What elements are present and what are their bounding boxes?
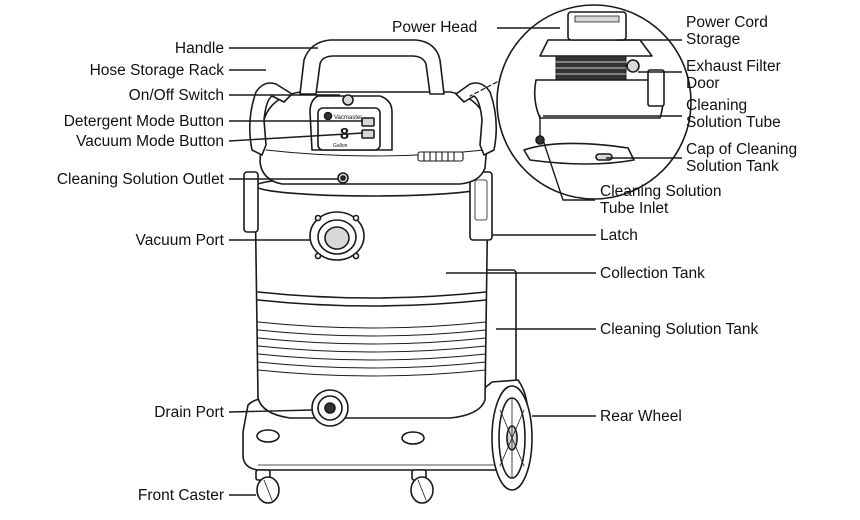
front-caster-left: [255, 469, 280, 504]
label-power-cord-storage: Power Cord Storage: [686, 14, 768, 48]
label-cleaning-solution-tube-line1: Cleaning: [686, 97, 748, 114]
leader-lines: [228, 27, 682, 496]
capacity-unit: Gallon: [333, 143, 348, 149]
label-power-cord-storage-line2: Storage: [686, 31, 741, 48]
collection-tank-shape: [254, 175, 489, 419]
label-exhaust-filter-door-line1: Exhaust Filter: [686, 58, 781, 75]
latch-left: [243, 171, 259, 233]
label-handle: Handle: [174, 40, 224, 57]
label-cleaning-solution-tank: Cleaning Solution Tank: [600, 321, 759, 338]
label-cleaning-solution-tube-line2: Solution Tube: [686, 114, 781, 131]
front-caster-right: [410, 469, 434, 504]
label-exhaust-filter-door-line2: Door: [686, 75, 720, 92]
exhaust-vents: [417, 151, 464, 162]
vacuum-port-shape: [309, 211, 365, 261]
label-rear-wheel: Rear Wheel: [600, 408, 682, 425]
label-power-head: Power Head: [392, 19, 478, 36]
label-hose-storage-rack: Hose Storage Rack: [89, 62, 224, 79]
drain-port-shape: [311, 389, 349, 427]
cleaning-solution-outlet-shape: [337, 172, 349, 184]
handle-shape: [299, 39, 445, 95]
label-cleaning-solution-tube-inlet-line2: Tube Inlet: [600, 200, 669, 217]
label-front-caster: Front Caster: [137, 487, 224, 504]
hose-storage-rack-right: [455, 82, 498, 156]
label-power-cord-storage-line1: Power Cord: [686, 14, 768, 31]
label-cleaning-solution-tube: Cleaning Solution Tube: [686, 97, 781, 131]
label-drain-port: Drain Port: [154, 404, 224, 421]
label-vacuum-mode-button: Vacuum Mode Button: [76, 133, 224, 150]
label-exhaust-filter-door: Exhaust Filter Door: [686, 58, 781, 92]
label-collection-tank: Collection Tank: [600, 265, 705, 282]
label-cleaning-solution-tube-inlet: Cleaning Solution Tube Inlet: [600, 183, 722, 217]
label-cleaning-solution-outlet: Cleaning Solution Outlet: [56, 171, 224, 188]
brand-logo-text: Vacmaster: [334, 115, 362, 121]
label-latch: Latch: [600, 227, 638, 244]
label-cleaning-solution-tube-inlet-line1: Cleaning Solution: [600, 183, 722, 200]
rear-wheel-shape: [491, 385, 533, 491]
label-vacuum-port: Vacuum Port: [135, 232, 224, 249]
latch-right: [469, 171, 493, 241]
label-cap-cleaning-solution-tank: Cap of Cleaning Solution Tank: [686, 141, 797, 175]
label-on-off-switch: On/Off Switch: [128, 87, 224, 104]
label-cap-cleaning-solution-tank-line1: Cap of Cleaning: [686, 141, 798, 158]
detail-inset: [469, 4, 692, 200]
label-detergent-mode-button: Detergent Mode Button: [63, 113, 224, 130]
label-cap-cleaning-solution-tank-line2: Solution Tank: [686, 158, 779, 175]
